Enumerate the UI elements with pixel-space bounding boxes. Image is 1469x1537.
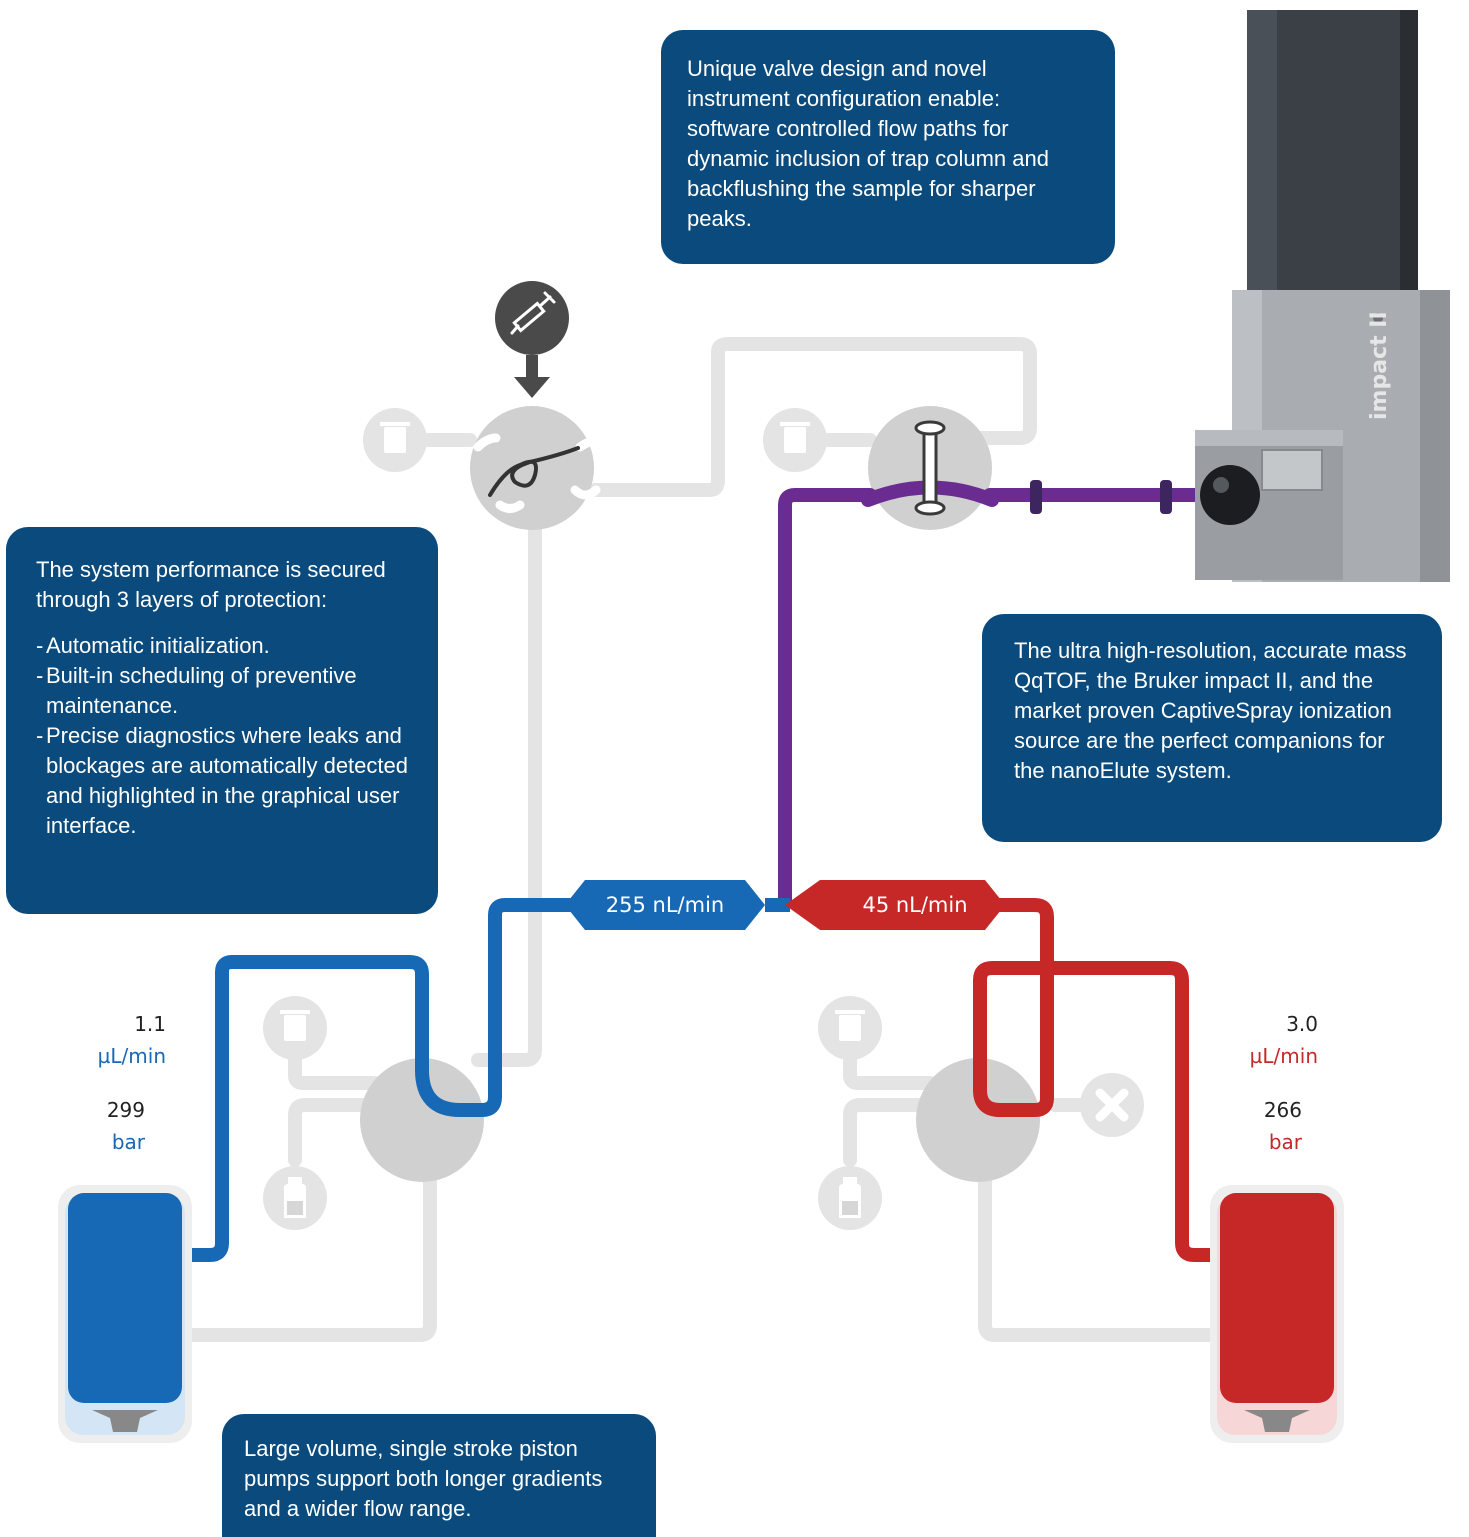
pump-b-flow-unit: µL/min: [1249, 1044, 1318, 1068]
instrument-brand-label: impact II: [1367, 311, 1392, 420]
pump-a-valve[interactable]: [360, 1058, 484, 1182]
callout-qtof: The ultra high-resolution, accurate mass…: [982, 614, 1442, 842]
pump-a-flow-unit: µL/min: [97, 1044, 166, 1068]
pump-a-flow-path: [178, 898, 582, 1262]
pump-a-pressure-value: 299: [106, 1098, 145, 1122]
sample-loop-icon: [488, 446, 580, 497]
waste-bin-icon[interactable]: [363, 408, 427, 472]
mass-spectrometer: [1195, 10, 1450, 582]
list-item: Built-in scheduling of preventive mainte…: [36, 661, 418, 721]
solvent-bottle-icon[interactable]: [818, 1166, 882, 1230]
callout-protection-intro: The system performance is secured throug…: [36, 557, 386, 612]
pump-b-valve[interactable]: [916, 1058, 1040, 1182]
pump-b-pressure-unit: bar: [1268, 1130, 1302, 1154]
waste-bin-icon[interactable]: [263, 996, 327, 1060]
flow-badge-right: [785, 880, 1005, 930]
callout-valve-text: Unique valve design and novel instrument…: [687, 56, 1049, 231]
callout-qtof-text: The ultra high-resolution, accurate mass…: [1014, 638, 1407, 783]
callout-pumps: Large volume, single stroke piston pumps…: [222, 1414, 656, 1537]
pump-a-flow-value: 1.1: [134, 1012, 166, 1036]
waste-bin-icon[interactable]: [763, 408, 827, 472]
protection-list: Automatic initialization. Built-in sched…: [36, 631, 418, 841]
pump-b-flow-path: [973, 898, 1232, 1262]
list-item: Precise diagnostics where leaks and bloc…: [36, 721, 418, 841]
solvent-bottle-icon[interactable]: [263, 1166, 327, 1230]
waste-bin-icon[interactable]: [818, 996, 882, 1060]
ion-source-icon: [1200, 465, 1260, 525]
callout-protection: The system performance is secured throug…: [6, 527, 438, 914]
trap-column-icon: [914, 420, 946, 516]
flow-rate-left: 255 nL/min: [605, 893, 725, 917]
pump-a-pressure-unit: bar: [111, 1130, 145, 1154]
blocked-port-icon: [1080, 1073, 1144, 1137]
pump-b-pressure-value: 266: [1263, 1098, 1302, 1122]
flow-rate-right: 45 nL/min: [862, 893, 968, 917]
pump-b-flow-value: 3.0: [1286, 1012, 1318, 1036]
callout-valve-design: Unique valve design and novel instrument…: [661, 30, 1115, 264]
piston-pump-a: [58, 1185, 192, 1443]
list-item: Automatic initialization.: [36, 631, 418, 661]
injection-valve[interactable]: [470, 406, 594, 530]
callout-pumps-text: Large volume, single stroke piston pumps…: [244, 1436, 603, 1521]
inline-fitting: [1030, 480, 1172, 514]
piston-pump-b: [1210, 1185, 1344, 1443]
syringe-icon[interactable]: [495, 281, 569, 398]
